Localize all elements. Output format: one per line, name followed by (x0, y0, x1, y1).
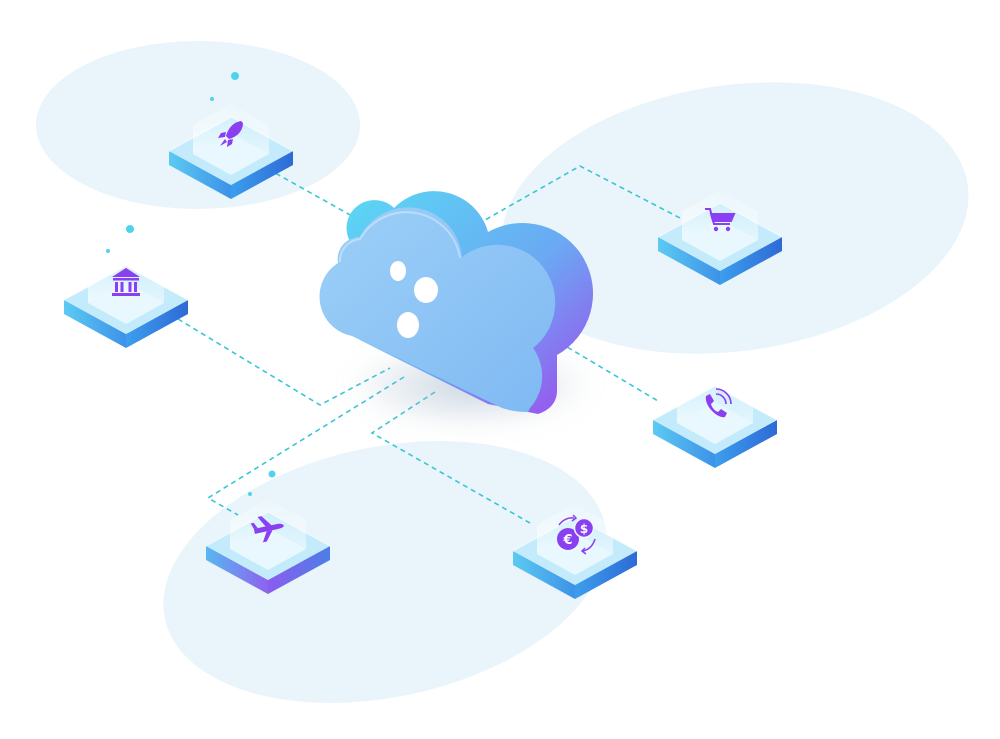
dot (231, 72, 239, 80)
cloud-front (319, 207, 556, 412)
cloud-bubble (414, 277, 438, 303)
tile-airplane (205, 498, 331, 595)
shopping-cart-icon (705, 208, 736, 232)
connector-phone (551, 337, 659, 402)
tile-currency-exchange: € $ (512, 503, 638, 600)
cloud-hub (319, 191, 595, 430)
dot (248, 492, 252, 496)
connector-rocket (267, 168, 371, 227)
tile-phone (652, 372, 778, 469)
phone-call-icon (705, 388, 732, 418)
cloud-front-highlight (338, 211, 461, 263)
tile-shopping-cart (657, 189, 783, 286)
connector-cart (477, 165, 681, 225)
tile-rocket (168, 103, 294, 200)
currency-exchange-icon: € $ (557, 514, 596, 555)
cloud-bubble (390, 261, 406, 281)
dot (126, 225, 134, 233)
dot (106, 249, 110, 253)
dot (268, 470, 276, 478)
svg-text:$: $ (580, 522, 588, 536)
dot (210, 97, 214, 101)
connector-airplane (206, 376, 405, 516)
bank-icon (112, 268, 140, 296)
rocket-icon (218, 121, 243, 147)
connector-currency (370, 391, 531, 524)
cloud-bubble (397, 312, 419, 338)
tile-bank (63, 252, 189, 349)
decorative-dots (106, 72, 276, 496)
airplane-icon (250, 516, 284, 543)
svg-text:€: € (562, 533, 572, 548)
